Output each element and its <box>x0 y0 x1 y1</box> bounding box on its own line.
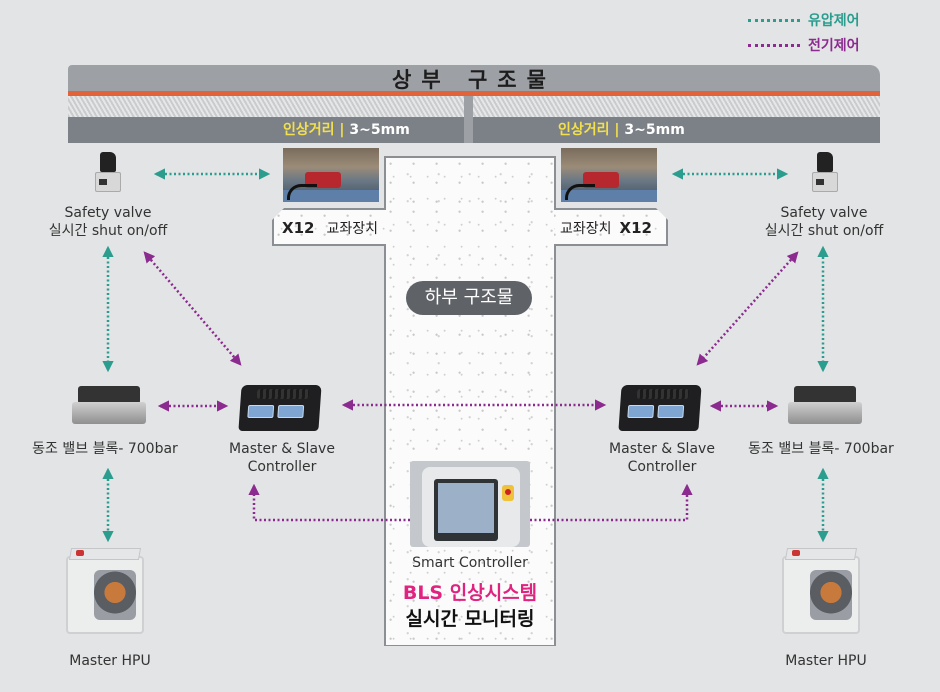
realtime-monitoring-title: 실시간 모니터링 <box>405 608 535 630</box>
lift-distance-label: 인상거리 <box>558 122 610 138</box>
lift-distance-right: 인상거리 | 3~5mm <box>558 119 685 139</box>
controller-icon-right <box>618 385 702 431</box>
bearing-count: X12 <box>619 219 652 237</box>
controller-label-right: Master & Slave Controller <box>594 440 730 476</box>
bearing-name: 교좌장치 <box>326 221 378 237</box>
lift-distance-value: 3~5mm <box>349 122 410 138</box>
smart-controller-photo <box>410 461 530 547</box>
controller-icon-left <box>238 385 322 431</box>
legend-label: 유압제어 <box>808 13 860 29</box>
hpu-icon-left <box>66 548 144 640</box>
valve-block-icon-right <box>788 386 862 430</box>
label-line: Safety valve <box>780 205 868 221</box>
lift-distance-label: 인상거리 <box>283 122 335 138</box>
electric-line <box>530 483 693 522</box>
bearing-label-right: 교좌장치 X12 <box>560 218 652 238</box>
pillar-cap-joint <box>386 206 554 248</box>
valve-block-label-left: 동조 밸브 블록- 700bar <box>32 441 178 457</box>
legend-hydraulic: 유압제어 <box>748 10 860 30</box>
smart-controller-label: Smart Controller <box>412 555 528 571</box>
controller-label-left: Master & Slave Controller <box>214 440 350 476</box>
upper-structure-title: 상부 구조물 <box>392 68 556 92</box>
beam-bottom <box>68 117 880 143</box>
beam-top <box>68 65 880 91</box>
hpu-label-right: Master HPU <box>785 653 867 669</box>
legend-label: 전기제어 <box>808 38 860 54</box>
beam-gap <box>464 96 473 143</box>
lift-distance-left: 인상거리 | 3~5mm <box>283 119 410 139</box>
jack-photo-left <box>283 148 379 202</box>
jack-photo-right <box>561 148 657 202</box>
label-line: 실시간 shut on/off <box>48 223 168 239</box>
hpu-icon-right <box>782 548 860 640</box>
bearing-name: 교좌장치 <box>560 221 612 237</box>
valve-block-icon-left <box>72 386 146 430</box>
bearing-label-left: X12 교좌장치 <box>282 218 378 238</box>
legend-electric: 전기제어 <box>748 35 860 55</box>
lower-structure-badge: 하부 구조물 <box>406 281 532 315</box>
safety-valve-icon-left <box>95 152 121 194</box>
hydraulic-line-swatch <box>748 18 800 22</box>
label-line: 실시간 shut on/off <box>764 223 884 239</box>
beam-hatch <box>68 96 880 117</box>
electric-line-swatch <box>748 43 800 47</box>
label-line: Controller <box>247 459 317 475</box>
safety-valve-icon-right <box>812 152 838 194</box>
electric-line <box>696 251 799 366</box>
electric-line <box>143 251 242 366</box>
lift-distance-separator: | <box>339 122 345 138</box>
label-line: Master & Slave <box>229 441 335 457</box>
valve-block-label-right: 동조 밸브 블록- 700bar <box>748 441 894 457</box>
beam-red-stripe <box>68 91 880 96</box>
label-line: Controller <box>627 459 697 475</box>
safety-valve-label-right: Safety valve 실시간 shut on/off <box>746 204 902 240</box>
bls-system-title: BLS 인상시스템 <box>402 582 538 604</box>
bearing-count: X12 <box>282 219 315 237</box>
upper-structure-beam: 상부 구조물 인상거리 | 3~5mm 인상거리 | 3~5mm <box>68 65 880 143</box>
electric-line <box>248 483 410 522</box>
lift-distance-separator: | <box>614 122 620 138</box>
hpu-label-left: Master HPU <box>69 653 151 669</box>
safety-valve-label-left: Safety valve 실시간 shut on/off <box>30 204 186 240</box>
label-line: Master & Slave <box>609 441 715 457</box>
lift-distance-value: 3~5mm <box>624 122 685 138</box>
label-line: Safety valve <box>64 205 152 221</box>
